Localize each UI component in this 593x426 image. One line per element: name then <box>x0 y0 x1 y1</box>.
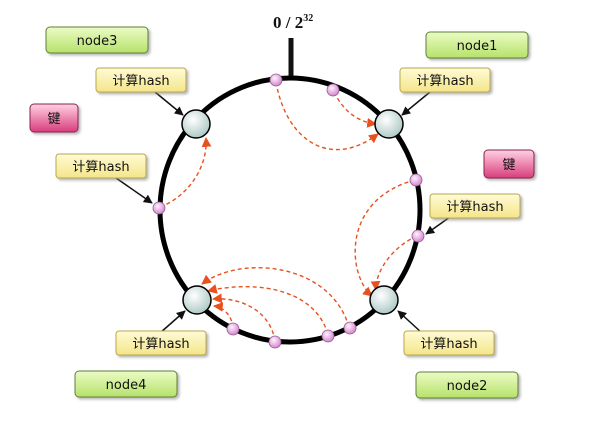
ring-node-node4 <box>182 285 212 315</box>
node2-hash-label: 计算hash <box>420 337 477 352</box>
key-right-hash-label: 计算hash <box>446 200 503 215</box>
ring-key-point <box>343 321 357 335</box>
key-right-label: 键 <box>502 158 515 173</box>
ring-key-point <box>152 201 166 215</box>
key-left-label: 键 <box>47 112 60 127</box>
ring-key-point <box>269 73 283 87</box>
node1-group: node1 计算hash <box>399 31 529 93</box>
node4-label: node4 <box>106 378 147 393</box>
node1-hash-label: 计算hash <box>416 74 473 89</box>
node3-hash-box <box>95 67 187 93</box>
ring-key-point <box>409 173 423 187</box>
ring-node-node1 <box>374 109 404 139</box>
ring-key-point <box>226 322 240 336</box>
key-left-hash-label: 计算hash <box>72 160 129 175</box>
ring-origin-label: 0 / 232 <box>273 13 313 32</box>
key-right-hash-box <box>429 193 521 219</box>
ring-key-point <box>411 229 425 243</box>
node4-box[interactable] <box>74 370 178 398</box>
key-left-hash-box <box>55 153 147 179</box>
node4-group: 计算hash node4 <box>74 330 207 398</box>
node3-hash-label: 计算hash <box>112 74 169 89</box>
node4-hash-label: 计算hash <box>132 337 189 352</box>
ring-key-point <box>268 335 282 349</box>
node2-group: 计算hash node2 <box>403 330 519 399</box>
node2-hash-box <box>403 330 495 356</box>
ring-key-point <box>326 83 340 97</box>
node3-label: node3 <box>77 34 118 49</box>
key-left-box[interactable] <box>29 103 79 133</box>
node2-box[interactable] <box>415 371 519 399</box>
node1-box[interactable] <box>425 31 529 59</box>
key-left-group: 键 计算hash <box>29 103 147 179</box>
node2-label: node2 <box>447 379 488 394</box>
node4-hash-box <box>115 330 207 356</box>
ring-node-node3 <box>181 109 211 139</box>
ring-key-points <box>152 73 425 349</box>
ring-key-point <box>321 329 335 343</box>
hash-connectors <box>115 91 451 334</box>
node3-box[interactable] <box>45 26 149 54</box>
node1-hash-box <box>399 67 491 93</box>
key-right-group: 键 计算hash <box>429 149 535 219</box>
node1-label: node1 <box>457 39 498 54</box>
node3-group: node3 计算hash <box>45 26 187 93</box>
key-right-box[interactable] <box>483 149 535 179</box>
ring-node-node2 <box>369 285 399 315</box>
key-to-node-arrows <box>159 81 418 342</box>
